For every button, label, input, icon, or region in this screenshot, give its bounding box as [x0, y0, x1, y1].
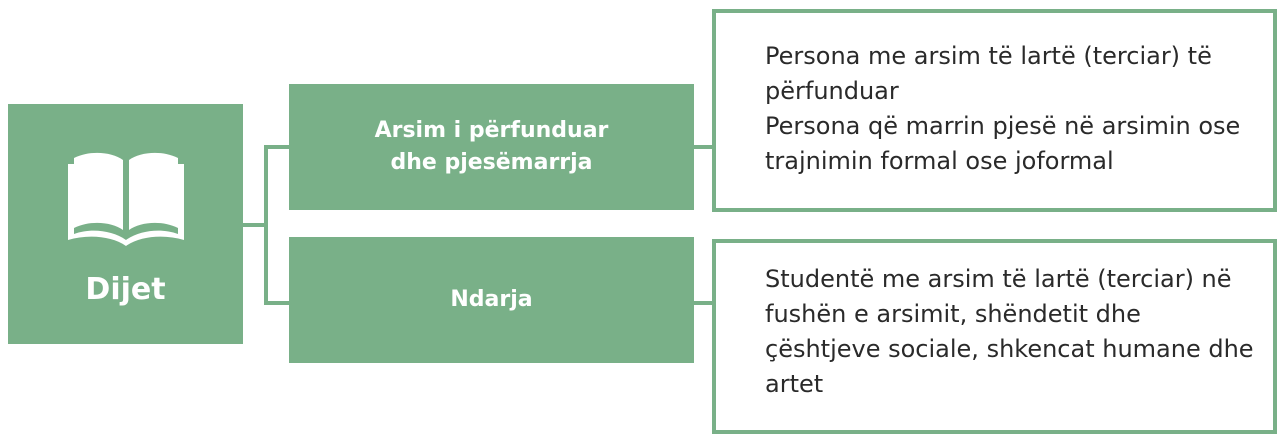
indicator-box-2: Studentë me arsim të lartë (terciar) në …	[712, 239, 1277, 434]
category-label-line1: Arsim i përfunduar	[374, 118, 609, 143]
connector-to-cat2	[264, 301, 290, 305]
connector-cat1-box1	[694, 145, 714, 149]
category-ndarja: Ndarja	[289, 237, 694, 363]
connector-to-cat1	[264, 145, 290, 149]
connector-cat2-box2	[694, 301, 714, 305]
connector-vertical-left	[264, 145, 268, 305]
indicator-text: Persona që marrin pjesë në arsimin ose t…	[765, 112, 1241, 175]
root-label: Dijet	[85, 272, 166, 307]
indicator-text: Studentë me arsim të lartë (terciar) në …	[765, 265, 1254, 398]
category-arsim-i-perfunduar: Arsim i përfunduar dhe pjesëmarrja	[289, 84, 694, 210]
root-node-dijet: Dijet	[8, 104, 243, 344]
indicator-box-1: Persona me arsim të lartë (terciar) të p…	[712, 9, 1277, 212]
connector-root	[243, 223, 266, 227]
indicator-text: Persona me arsim të lartë (terciar) të p…	[765, 42, 1212, 105]
category-label-line2: dhe pjesëmarrja	[390, 150, 593, 175]
category-label: Ndarja	[450, 287, 533, 312]
open-book-icon	[68, 152, 184, 246]
